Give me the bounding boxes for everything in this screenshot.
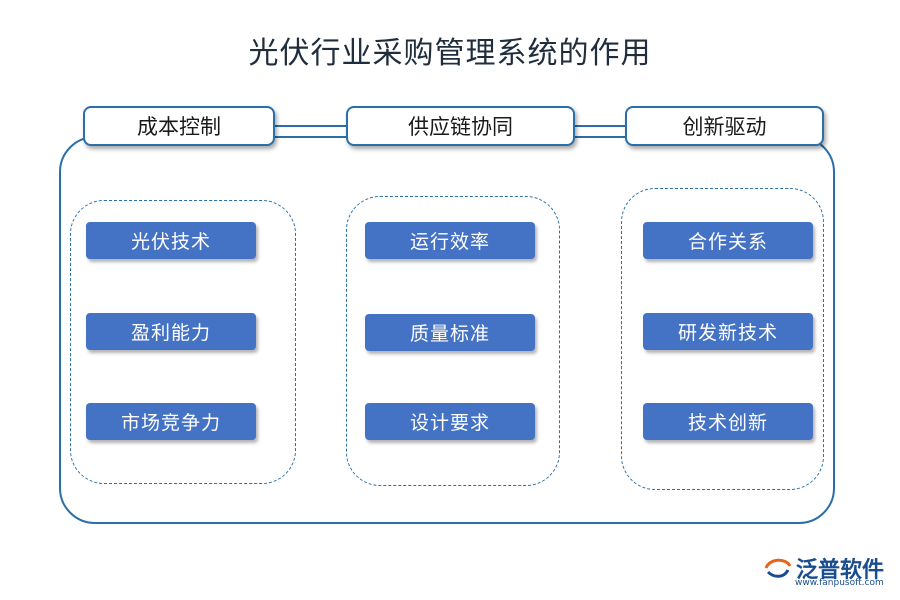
item-box: 研发新技术 — [643, 313, 813, 350]
header-innovation: 创新驱动 — [625, 106, 824, 146]
logo-url: www.fanpusoft.com — [795, 578, 884, 588]
group-cost-control — [70, 200, 296, 484]
header-cost-control: 成本控制 — [83, 106, 275, 146]
connector-line — [274, 125, 348, 127]
logo-name: 泛普软件 — [796, 558, 885, 583]
group-supply-chain — [346, 196, 560, 486]
brand-logo: 泛普软件 — [764, 552, 884, 584]
group-innovation — [621, 188, 824, 490]
item-box: 技术创新 — [643, 403, 813, 440]
item-box: 质量标准 — [365, 314, 535, 351]
item-box: 运行效率 — [365, 222, 535, 259]
diagram-title: 光伏行业采购管理系统的作用 — [248, 36, 652, 71]
item-box: 市场竞争力 — [86, 403, 256, 440]
logo-icon — [764, 558, 792, 578]
connector-line — [574, 125, 626, 127]
item-box: 合作关系 — [643, 222, 813, 259]
item-box: 设计要求 — [365, 403, 535, 440]
item-box: 光伏技术 — [86, 222, 256, 259]
item-box: 盈利能力 — [86, 313, 256, 350]
header-supply-chain: 供应链协同 — [346, 106, 575, 146]
